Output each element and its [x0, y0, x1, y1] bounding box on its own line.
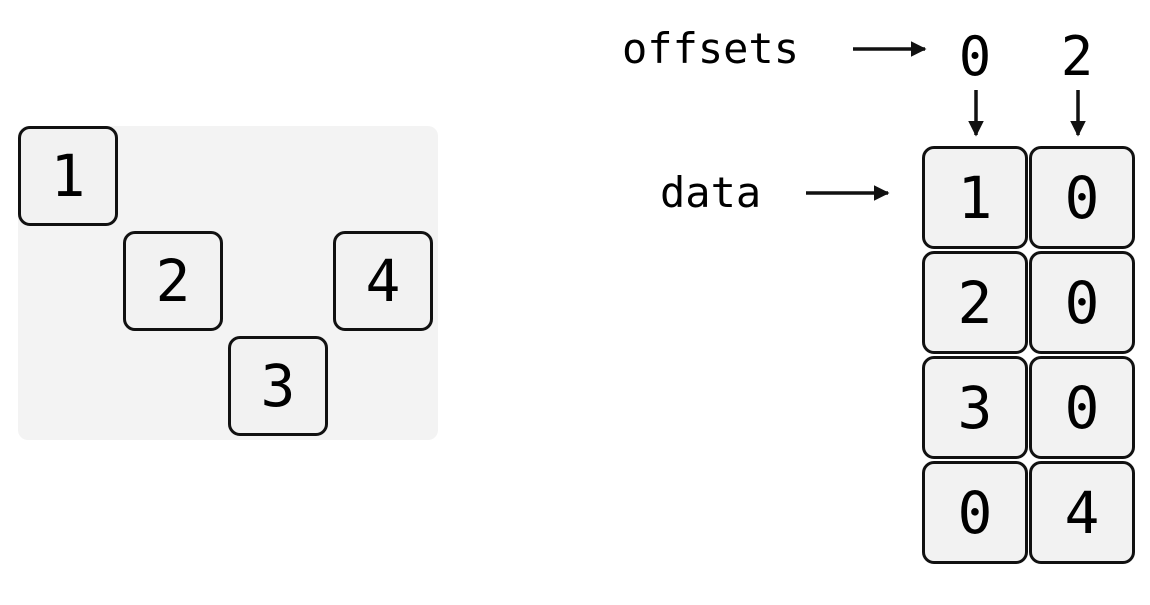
- data-cell-r1-c0: 2: [922, 251, 1028, 354]
- data-label: data: [660, 168, 762, 217]
- data-cell-r3-c1: 4: [1029, 461, 1135, 564]
- data-cell-r0-c0: 1: [922, 146, 1028, 249]
- offsets-label: offsets: [622, 24, 800, 73]
- data-cell-r2-c0: 3: [922, 356, 1028, 459]
- data-cell-r1-c1: 0: [1029, 251, 1135, 354]
- matrix-cell-1: 1: [18, 126, 118, 226]
- offset-value-0: 0: [958, 25, 992, 88]
- data-cell-r3-c0: 0: [922, 461, 1028, 564]
- data-cell-r2-c1: 0: [1029, 356, 1135, 459]
- matrix-cell-4: 4: [333, 231, 433, 331]
- offset-value-1: 2: [1060, 25, 1094, 88]
- data-cell-r0-c1: 0: [1029, 146, 1135, 249]
- matrix-cell-3: 3: [228, 336, 328, 436]
- matrix-cell-2: 2: [123, 231, 223, 331]
